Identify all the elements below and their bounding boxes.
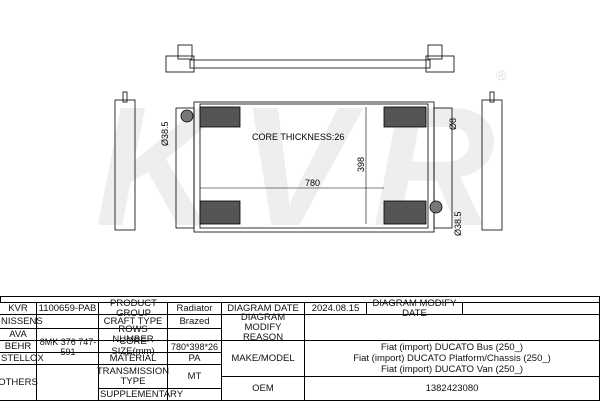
supplementary-value [167,388,222,401]
nissens-label: NISSENS [0,314,43,329]
inlet-diameter: Ø38.5 [160,121,170,146]
modify-reason-label: DIAGRAM MODIFY REASON [221,312,305,342]
modify-reason-value [304,314,600,341]
side-views [114,91,503,231]
make-model-item: Fiat (import) DUCATO Van (250_) [380,364,523,375]
others-label: OTHERS [0,364,38,401]
make-model-item: Fiat (import) DUCATO Bus (250_) [380,342,524,353]
core-thickness-label: CORE THICKNESS:26 [252,132,344,142]
oem-label: OEM [221,376,305,401]
watermark: KVR [95,72,495,262]
transmission-label: TRANSMISSION TYPE [97,364,169,389]
craft-type-value: Brazed [167,314,222,329]
make-model-item: Fiat (import) DUCATO Platform/Chassis (2… [353,353,551,364]
width-dimension: 780 [305,178,320,188]
others-value [36,364,99,401]
nissens-value [36,314,99,329]
side-diameter: Ø8 [448,118,458,130]
transmission-value: MT [167,364,222,389]
supplementary-label: SUPPLEMENTARY [98,388,184,401]
registered-mark: ® [496,67,507,83]
radiator-drawing: KVR ® CORE THICKNESS:26 780 398 Ø38.5 Ø3… [95,44,507,262]
outlet-diameter: Ø38.5 [453,211,463,236]
top-view [165,44,455,73]
oem-value: 1382423080 [304,376,600,401]
make-model-label: MAKE/MODEL [221,340,305,377]
make-model-list: Fiat (import) DUCATO Bus (250_) Fiat (im… [304,340,600,377]
radiator-core [175,101,453,233]
height-dimension: 398 [356,157,366,172]
